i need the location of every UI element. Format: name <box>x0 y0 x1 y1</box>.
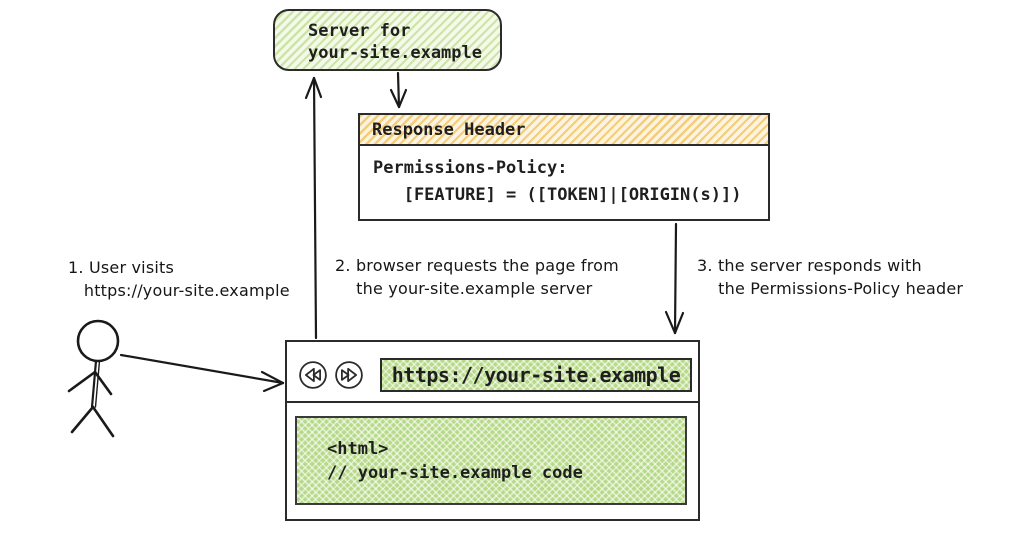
user-stick-figure <box>67 319 120 438</box>
arrow-server-to-response <box>389 71 408 109</box>
response-header-title: Response Header <box>372 119 526 140</box>
arrow-browser-to-server <box>304 76 323 340</box>
annotation-step-3: 3. the server responds with the Permissi… <box>697 256 964 298</box>
forward-button[interactable] <box>333 359 365 391</box>
url-bar[interactable]: https://your-site.example <box>380 358 692 392</box>
browser-window: https://your-site.example <html> // your… <box>285 340 700 521</box>
server-label: Server for your-site.example <box>308 21 482 63</box>
url-text: https://your-site.example <box>391 363 681 387</box>
response-header-box: Response Header Permissions-Policy: [FEA… <box>358 113 770 221</box>
page-content-box: <html> // your-site.example code <box>295 416 687 505</box>
annotation-step-1: 1. User visits https://your-site.example <box>68 258 290 300</box>
response-header-title-bar: Response Header <box>360 115 768 146</box>
arrow-response-to-browser <box>664 222 685 335</box>
annotation-step-2: 2. browser requests the page from the yo… <box>335 256 619 298</box>
response-header-body: Permissions-Policy: [FEATURE] = ([TOKEN]… <box>373 158 742 205</box>
rewind-icon <box>299 361 327 389</box>
page-source-text: <html> // your-site.example code <box>327 438 583 483</box>
arrow-user-to-browser <box>119 353 285 393</box>
fast-forward-icon <box>335 361 363 389</box>
server-box: Server for your-site.example <box>273 9 502 71</box>
back-button[interactable] <box>297 359 329 391</box>
browser-toolbar: https://your-site.example <box>287 342 698 403</box>
